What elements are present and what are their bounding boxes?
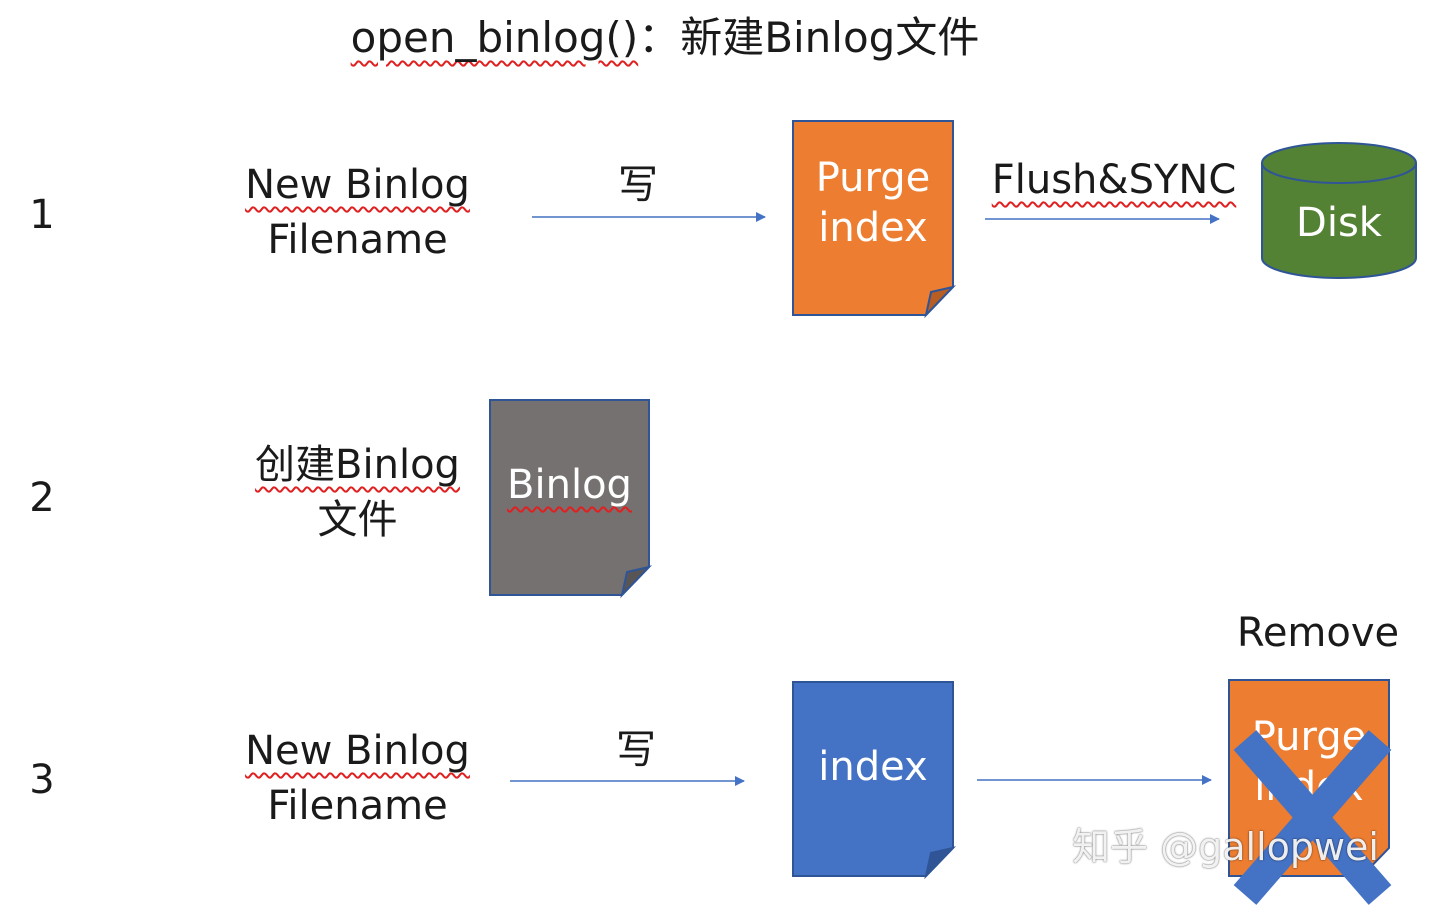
remove-cross-icon (1233, 730, 1392, 905)
row1-source-line2: Filename (267, 217, 448, 263)
purge-index-line1: Purge (815, 155, 931, 201)
removed-purge-index-document (1228, 679, 1390, 877)
row2-source-label: 创建Binlog 文件 (230, 438, 485, 548)
title-rest: ：新建Binlog文件 (638, 13, 980, 62)
row2-source-line1: 创建Binlog (255, 442, 460, 488)
row1-source-line1: New Binlog (245, 162, 470, 208)
binlog-document-fold (620, 565, 653, 599)
binlog-document-label: Binlog (507, 462, 632, 508)
remove-label: Remove (1236, 610, 1400, 656)
row3-write-label: 写 (616, 727, 656, 773)
title-code: open_binlog() (350, 13, 639, 62)
row1-write-label: 写 (618, 162, 658, 208)
disk-label: Disk (1296, 200, 1382, 246)
purge-index-text: Purge index (793, 153, 953, 253)
index-document-label: index (818, 744, 928, 790)
binlog-document-text: Binlog (490, 460, 649, 510)
purge-index-document-fold (924, 285, 957, 319)
watermark: 知乎 @gallopwei (1072, 825, 1379, 869)
flush-sync-label: Flush&SYNC (984, 155, 1244, 205)
purge-index-line2: index (818, 205, 928, 251)
index-document-fold (924, 846, 957, 880)
row3-source-label: New Binlog Filename (230, 724, 485, 834)
flush-sync-text: Flush&SYNC (991, 157, 1237, 203)
row1-source-label: New Binlog Filename (230, 158, 485, 268)
row2-source-line2: 文件 (317, 497, 398, 543)
row3-source-line1: New Binlog (245, 728, 470, 774)
disk-cylinder (1261, 142, 1417, 279)
row-number-2: 2 (29, 475, 55, 521)
row-number-1: 1 (29, 192, 55, 238)
row-number-3: 3 (29, 757, 55, 803)
diagram-title: open_binlog()：新建Binlog文件 (0, 8, 1330, 68)
row3-source-line2: Filename (267, 783, 448, 829)
